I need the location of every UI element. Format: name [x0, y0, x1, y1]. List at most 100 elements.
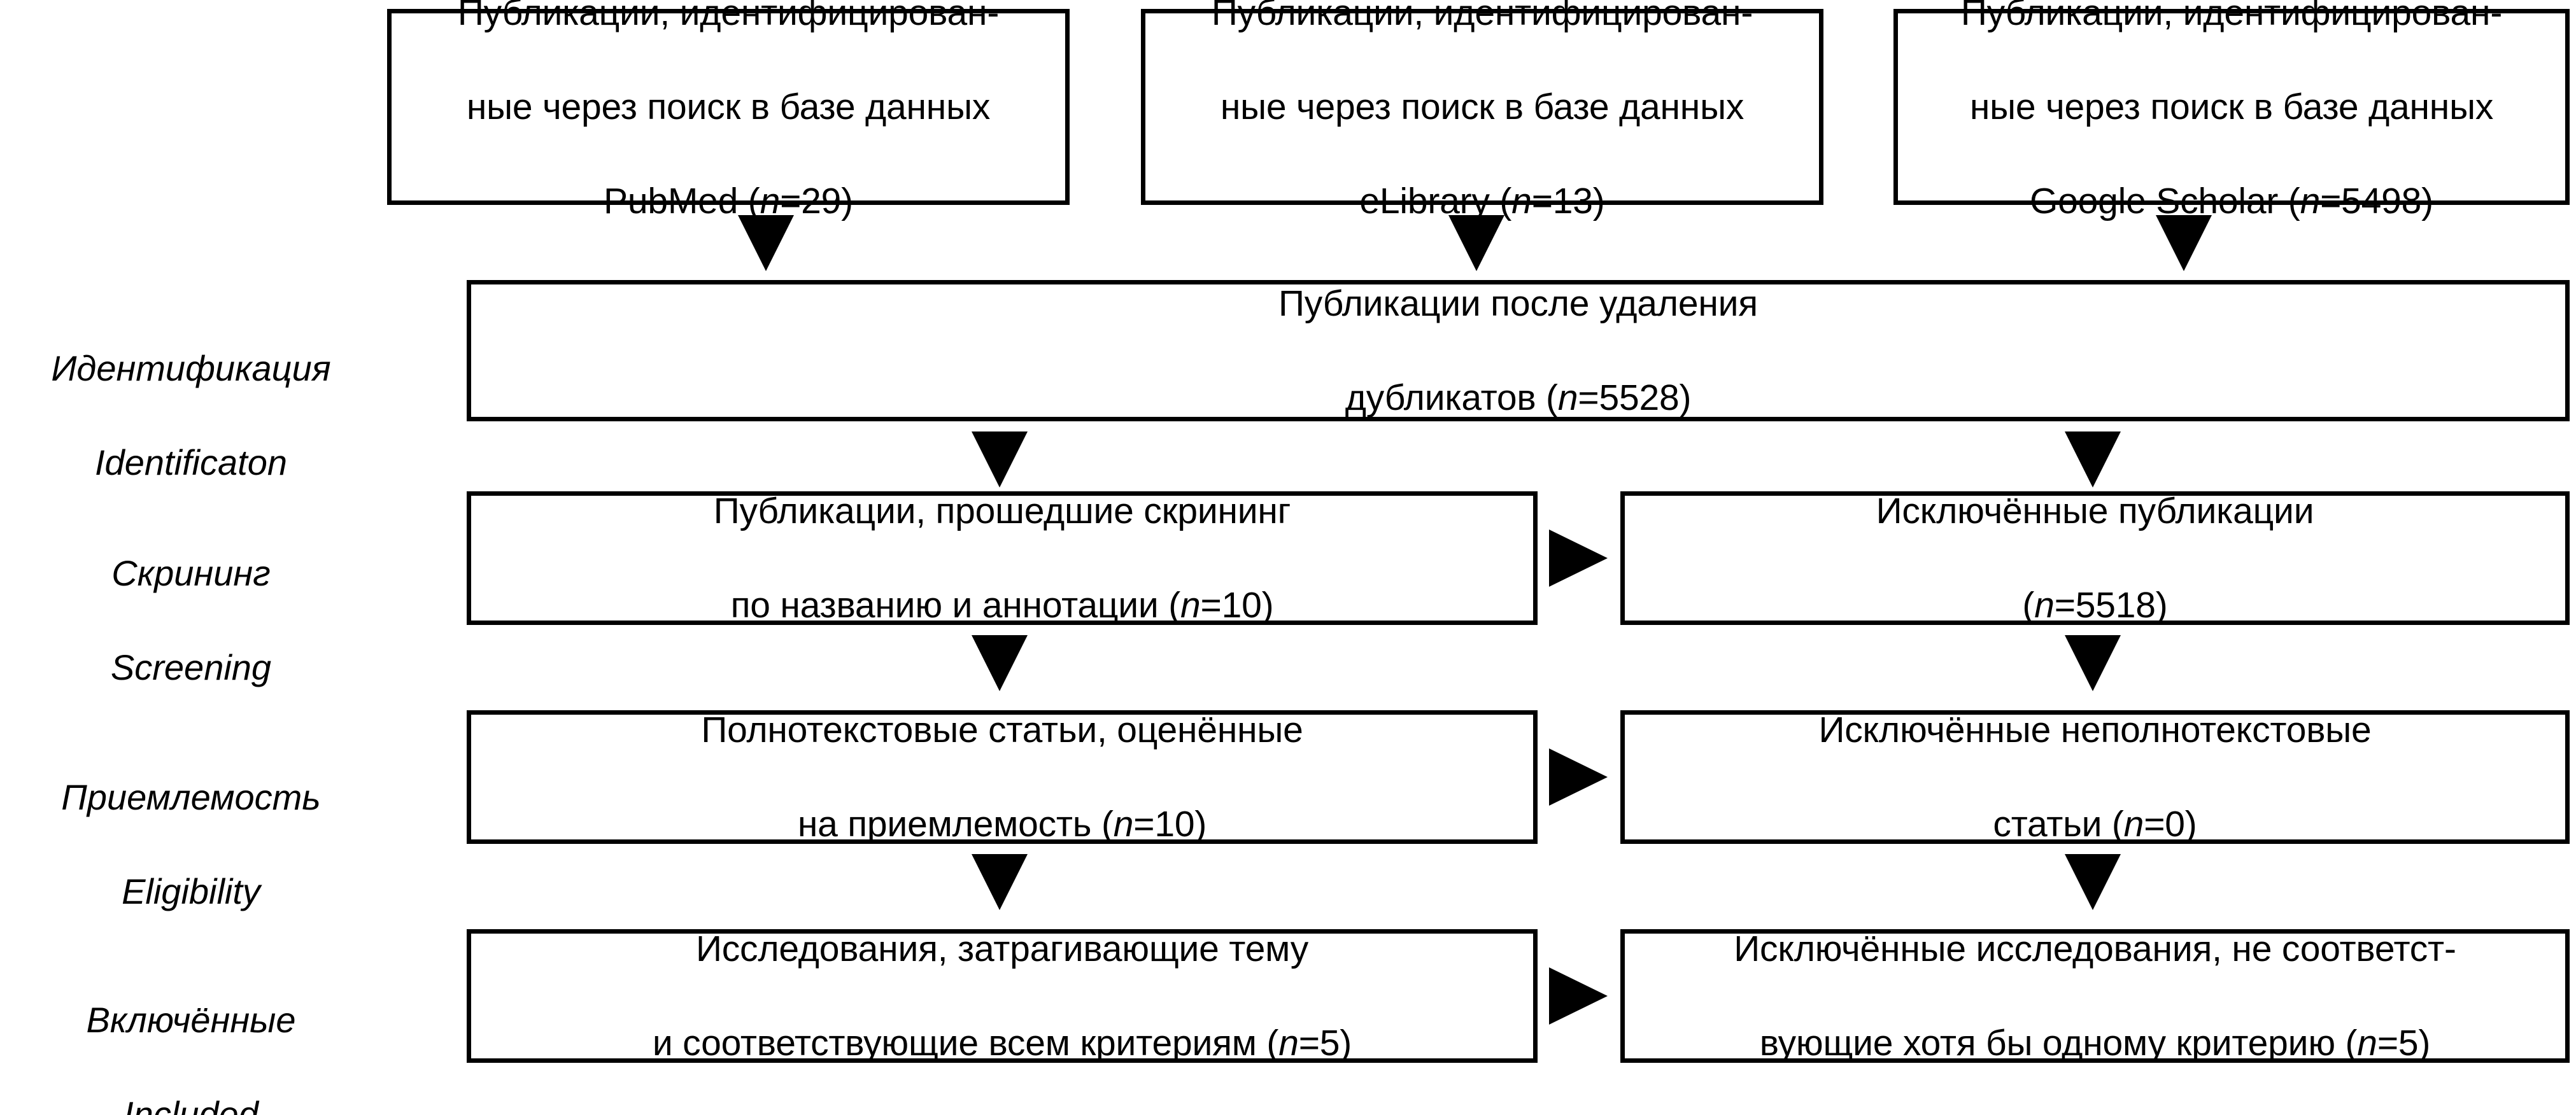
screened-records-line2: по названию и аннотации (n=10) — [714, 582, 1291, 629]
source-box-pubmed: Публикации, идентифицирован- ные через п… — [387, 0, 1070, 221]
fulltext-assessed-n-value: =10 — [1133, 804, 1195, 845]
excluded-box-nonfulltext: Исключённые неполнотекстовые статьи (n=0… — [1620, 710, 2570, 845]
excluded-box-nonfulltext-text: Исключённые неполнотекстовые статьи (n=0… — [1809, 659, 2380, 895]
included-studies-line2: и соответствующие всем критериям (n=5) — [653, 1020, 1352, 1067]
source-elibrary-line2: ные через поиск в базе данных — [1220, 86, 1744, 127]
excluded-records-n-value: =5518 — [2054, 585, 2156, 626]
arrow-eligibility-to-excluded-nonfulltext-icon — [1549, 748, 1608, 806]
arrow-screening-to-excluded-records-icon — [1549, 529, 1608, 587]
source-box-google-scholar: Публикации, идентифицирован- ные через п… — [1893, 0, 2570, 221]
fulltext-assessed-paren: ) — [1194, 804, 1207, 845]
excluded-box-records-text: Исключённые публикации (n=5518) — [1867, 440, 2323, 676]
kept-box-screened-records-text: Публикации, прошедшие скрининг по назван… — [705, 440, 1300, 676]
source-pubmed-line2: ные через поиск в базе данных — [466, 86, 991, 127]
source-pubmed-db: PubMed ( — [604, 181, 760, 222]
arrow-scholar-to-dedup-icon — [2156, 215, 2212, 271]
excluded-studies-n-value: =5 — [2377, 1023, 2419, 1064]
source-pubmed-line3: PubMed (n=29) — [458, 178, 999, 225]
excluded-nonfulltext-n-value: =0 — [2144, 804, 2185, 845]
arrow-eligibility-to-included-icon — [972, 854, 1028, 910]
included-studies-paren: ) — [1340, 1023, 1352, 1064]
arrow-dedup-to-screening-icon — [972, 431, 1028, 487]
fulltext-assessed-line2: на приемлемость (n=10) — [701, 801, 1303, 848]
source-elibrary-db: eLibrary ( — [1359, 181, 1512, 222]
screened-records-line1: Публикации, прошедшие скрининг — [713, 490, 1291, 531]
excluded-studies-line2-prefix: вующие хотя бы одному критерию ( — [1759, 1023, 2358, 1064]
source-scholar-n-symbol: n — [2300, 181, 2321, 222]
fulltext-assessed-n-symbol: n — [1113, 804, 1134, 845]
fulltext-assessed-line1: Полнотекстовые статьи, оценённые — [701, 709, 1303, 750]
dedup-box: Публикации после удаления дубликатов (n=… — [467, 280, 2570, 421]
stage-label-included-en: Included — [124, 1093, 258, 1115]
screened-records-n-value: =10 — [1200, 585, 1262, 626]
included-studies-n-value: =5 — [1298, 1023, 1340, 1064]
arrow-excluded-nonfulltext-to-excluded-studies-icon — [2065, 854, 2121, 910]
stage-label-included-ru: Включённые — [86, 999, 296, 1040]
excluded-nonfulltext-line2-prefix: статьи ( — [1993, 804, 2124, 845]
arrow-excluded-records-to-excluded-nonfulltext-icon — [2065, 635, 2121, 691]
source-elibrary-n-value: =13 — [1531, 181, 1593, 222]
stage-label-identification: Идентификация Identificaton — [0, 298, 382, 533]
excluded-box-studies: Исключённые исследования, не соответст- … — [1620, 929, 2570, 1063]
excluded-box-records: Исключённые публикации (n=5518) — [1620, 491, 2570, 626]
source-scholar-paren: ) — [2421, 181, 2433, 222]
kept-box-screened-records: Публикации, прошедшие скрининг по назван… — [467, 491, 1538, 626]
source-box-elibrary-text: Публикации, идентифицирован- ные через п… — [1203, 0, 1762, 272]
source-box-pubmed-text: Публикации, идентифицирован- ные через п… — [449, 0, 1008, 272]
screened-records-n-symbol: n — [1180, 585, 1201, 626]
excluded-records-line2-prefix: ( — [2022, 585, 2035, 626]
screened-records-line2-prefix: по названию и аннотации ( — [730, 585, 1181, 626]
stage-label-screening-en: Screening — [110, 647, 272, 687]
arrow-screening-to-eligibility-icon — [972, 635, 1028, 691]
excluded-studies-line2: вующие хотя бы одному критерию (n=5) — [1734, 1020, 2456, 1067]
stage-label-eligibility-ru: Приемлемость — [61, 776, 321, 817]
stage-label-screening-ru: Скрининг — [111, 552, 271, 593]
stage-label-eligibility: Приемлемость Eligibility — [0, 727, 382, 962]
dedup-n-symbol: n — [1557, 377, 1578, 419]
dedup-box-text: Публикации после удаления дубликатов (n=… — [1270, 233, 1767, 468]
excluded-nonfulltext-line2: статьи (n=0) — [1818, 801, 2371, 848]
source-scholar-line1: Публикации, идентифицирован- — [1960, 0, 2503, 33]
kept-box-fulltext-assessed-text: Полнотекстовые статьи, оценённые на прие… — [692, 659, 1312, 895]
source-scholar-db: Google Scholar ( — [2030, 181, 2300, 222]
source-box-elibrary: Публикации, идентифицирован- ные через п… — [1141, 0, 1823, 221]
arrow-dedup-to-excluded-records-icon — [2065, 431, 2121, 487]
source-pubmed-paren: ) — [841, 181, 853, 222]
source-pubmed-n-value: =29 — [780, 181, 842, 222]
source-box-google-scholar-text: Публикации, идентифицирован- ные через п… — [1952, 0, 2511, 272]
excluded-nonfulltext-line1: Исключённые неполнотекстовые — [1818, 709, 2372, 750]
source-pubmed-line1: Публикации, идентифицирован- — [457, 0, 1000, 33]
excluded-records-paren: ) — [2155, 585, 2168, 626]
source-elibrary-line1: Публикации, идентифицирован- — [1211, 0, 1753, 33]
excluded-studies-line1: Исключённые исследования, не соответст- — [1734, 928, 2456, 969]
excluded-nonfulltext-paren: ) — [2184, 804, 2197, 845]
included-studies-line1: Исследования, затрагивающие тему — [695, 928, 1308, 969]
stage-label-included: Включённые Included — [0, 950, 382, 1115]
dedup-line1: Публикации после удаления — [1278, 283, 1758, 324]
source-scholar-line3: Google Scholar (n=5498) — [1961, 178, 2502, 225]
included-studies-line2-prefix: и соответствующие всем критериям ( — [652, 1023, 1279, 1064]
stage-label-screening: Скрининг Screening — [0, 503, 382, 738]
dedup-paren: ) — [1679, 377, 1692, 419]
source-elibrary-paren: ) — [1592, 181, 1605, 222]
arrow-elibrary-to-dedup-icon — [1448, 215, 1504, 271]
stage-label-identification-en: Identificaton — [95, 442, 287, 482]
stage-label-identification-ru: Идентификация — [51, 347, 331, 388]
screened-records-paren: ) — [1261, 585, 1274, 626]
excluded-records-line1: Исключённые публикации — [1876, 490, 2314, 531]
included-studies-n-symbol: n — [1278, 1023, 1299, 1064]
source-elibrary-n-symbol: n — [1511, 181, 1532, 222]
excluded-records-line2: (n=5518) — [1876, 582, 2314, 629]
source-elibrary-line3: eLibrary (n=13) — [1212, 178, 1753, 225]
kept-box-included-studies-text: Исследования, затрагивающие тему и соотв… — [644, 878, 1361, 1114]
kept-box-included-studies: Исследования, затрагивающие тему и соотв… — [467, 929, 1538, 1063]
fulltext-assessed-line2-prefix: на приемлемость ( — [797, 804, 1114, 845]
dedup-line2-prefix: дубликатов ( — [1345, 377, 1558, 419]
dedup-n-value: =5528 — [1578, 377, 1680, 419]
excluded-nonfulltext-n-symbol: n — [2123, 804, 2144, 845]
excluded-box-studies-text: Исключённые исследования, не соответст- … — [1725, 878, 2465, 1114]
source-pubmed-n-symbol: n — [760, 181, 781, 222]
kept-box-fulltext-assessed: Полнотекстовые статьи, оценённые на прие… — [467, 710, 1538, 845]
source-scholar-line2: ные через поиск в базе данных — [1969, 86, 2494, 127]
